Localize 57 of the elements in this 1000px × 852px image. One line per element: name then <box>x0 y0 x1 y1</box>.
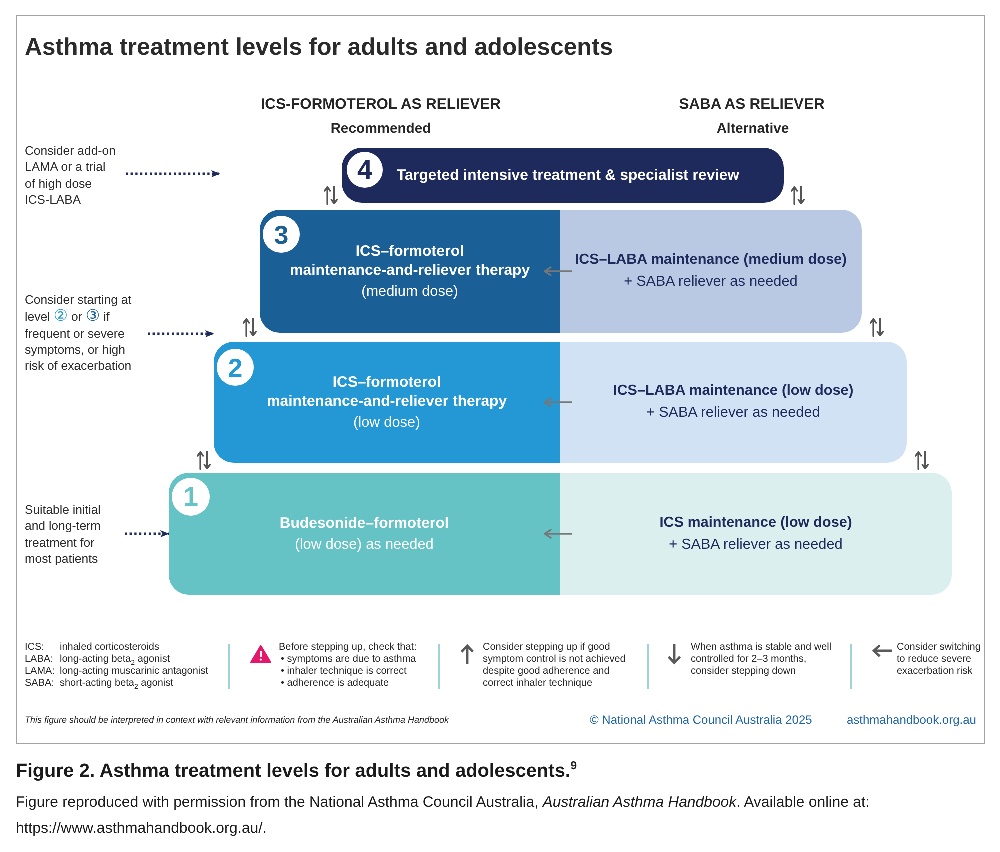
switch-arrow <box>544 266 572 276</box>
dose-text: + SABA reliever as needed <box>624 273 798 292</box>
treatment-panel <box>260 210 560 333</box>
treatment-name: ICS–formoterol maintenance-and-reliever therapy <box>266 372 508 410</box>
treatment-name: ICS–LABA maintenance (low dose) <box>613 382 854 401</box>
dose-text: (low dose) as needed <box>295 536 434 554</box>
caption-note: Figure reproduced with permission from the National Asthma Council Australia, Australian Asthma Handbook. Available online at: https://www.asthmahandbook.org.au/. <box>16 793 871 838</box>
legend-text: Consider switching to reduce severe exacerbation risk <box>897 642 982 678</box>
checklist-item: • symptoms are due to asthma <box>281 654 416 666</box>
dose-text: (medium dose) <box>362 282 458 302</box>
level-number: 4 <box>347 152 383 188</box>
abbreviation-definition: long-acting muscarinic antagonist <box>60 666 208 678</box>
dose-text: (low dose) <box>354 414 420 432</box>
footnote: This figure should be interpreted in context with relevant information from the Australian Asthma Handbook <box>25 714 450 726</box>
diagram-title: Asthma treatment levels for adults and adolescents <box>25 33 614 63</box>
dose-text: + SABA reliever as needed <box>646 404 820 423</box>
checklist-item: • inhaler technique is correct <box>281 666 407 678</box>
switch-arrow <box>544 398 572 408</box>
abbreviation-term: ICS: <box>25 642 44 654</box>
abbreviation-definition: short-acting beta$_{2}$ agonist <box>60 678 174 690</box>
level-number: 1 <box>172 478 210 516</box>
treatment-panel <box>560 342 907 463</box>
abbreviation-term: SABA: <box>25 678 54 690</box>
dose-text: + SABA reliever as needed <box>669 536 843 554</box>
copyright-notice: © National Asthma Council Australia 2025 <box>590 713 812 727</box>
abbreviation-definition: inhaled corticosteroids <box>60 642 160 654</box>
web-address: asthmahandbook.org.au <box>847 713 976 727</box>
dotted-arrow <box>126 170 220 178</box>
treatment-panel <box>169 473 560 595</box>
treatment-name: Targeted intensive treatment & specialist review <box>397 166 740 185</box>
treatment-name: Budesonide–formoterol <box>280 514 450 532</box>
legend-text: Before stepping up, check that: <box>279 642 418 654</box>
treatment-panel <box>560 473 952 595</box>
side-note: Consider starting at level ② or ③ if frequent or severe symptoms, or high risk of exacerbation <box>25 292 143 374</box>
switch-arrow <box>544 529 572 539</box>
treatment-name: ICS–LABA maintenance (medium dose) <box>575 251 847 270</box>
abbreviation-term: LABA: <box>25 654 54 666</box>
abbreviation-term: LAMA: <box>25 666 56 678</box>
dotted-arrow <box>125 530 170 538</box>
side-note: Consider add-on LAMA or a trial of high dose ICS-LABA <box>25 143 118 208</box>
side-note: Suitable initial and long-term treatment for most patients <box>25 502 120 568</box>
column-subheading: Alternative <box>716 119 790 137</box>
checklist-item: • adherence is adequate <box>281 678 390 690</box>
treatment-level-band <box>342 148 784 203</box>
column-heading: SABA AS RELIEVER <box>678 96 826 114</box>
column-heading: ICS-FORMOTEROL AS RELIEVER <box>260 96 502 114</box>
treatment-panel <box>214 342 560 463</box>
treatment-panel <box>560 210 862 333</box>
legend-text: When asthma is stable and well controlled for 2–3 months, consider stepping down <box>691 642 833 678</box>
column-subheading: Recommended <box>330 119 432 137</box>
level-number: 3 <box>263 216 300 253</box>
figure-caption: Figure 2. Asthma treatment levels for adults and adolescents.$^{9}$ <box>16 760 578 784</box>
abbreviation-definition: long-acting beta$_{2}$ agonist <box>60 654 170 666</box>
treatment-name: ICS maintenance (low dose) <box>660 514 852 532</box>
level-number: 2 <box>217 349 254 386</box>
legend-text: Consider stepping up if good symptom control is not achieved despite good adherence and correct inhaler technique <box>483 642 627 690</box>
dotted-arrow <box>148 330 214 338</box>
